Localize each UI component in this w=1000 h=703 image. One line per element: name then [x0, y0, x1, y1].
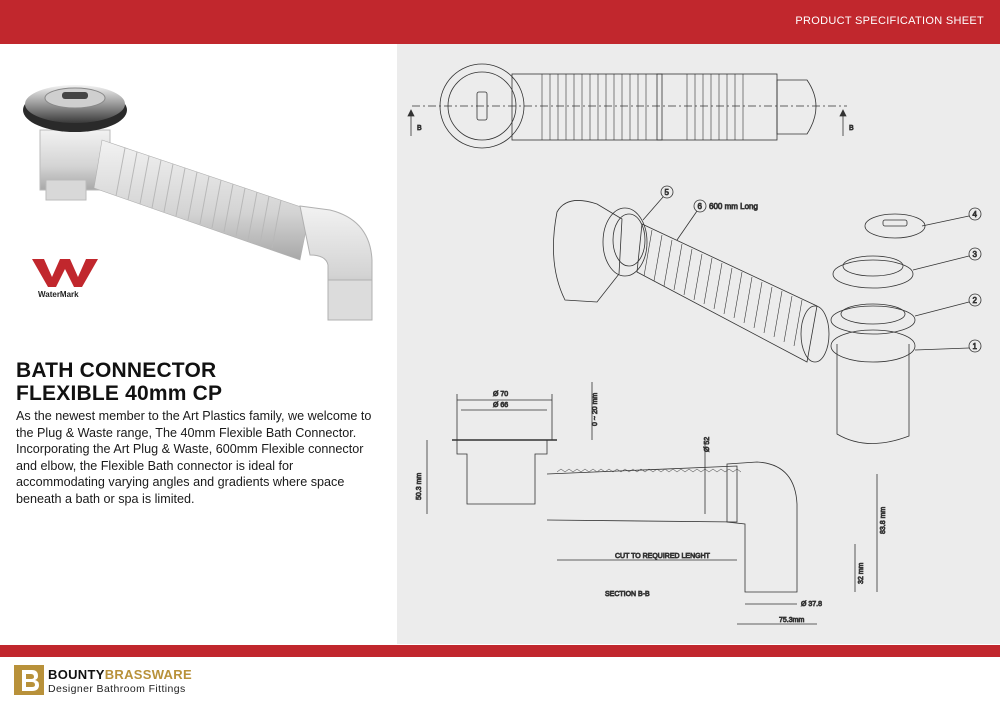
section-elbow	[726, 461, 798, 593]
top-view-flange	[439, 63, 525, 149]
watermark-label: WaterMark	[38, 290, 79, 299]
brand-name-bounty: BOUNTY	[48, 667, 105, 682]
section-marker-right: B	[849, 125, 854, 132]
product-title-line1: BATH CONNECTOR	[16, 359, 217, 382]
header-bar: PRODUCT SPECIFICATION SHEET	[0, 0, 1000, 44]
flange-ring-part	[830, 305, 916, 335]
dim-height-83-8: 83.8 mm	[880, 507, 887, 534]
callout-2: 2	[973, 296, 978, 305]
product-description: As the newest member to the Art Plastics…	[16, 409, 372, 506]
brand-name: BOUNTYBRASSWARE	[48, 667, 192, 682]
dim-diameter-52: Ø 52	[704, 437, 711, 452]
dim-cut-to-length: CUT TO REQUIRED LENGHT	[615, 553, 711, 560]
dim-diameter-70: Ø 70	[493, 391, 508, 398]
callout-3: 3	[973, 250, 978, 259]
callout-1: 1	[973, 342, 978, 351]
brand-tagline: Designer Bathroom Fittings	[48, 683, 186, 695]
waste-body-part	[836, 344, 910, 444]
callout-5: 5	[665, 188, 670, 197]
bounty-brassware-logo-icon	[14, 665, 44, 695]
product-title: BATH CONNECTOR FLEXIBLE 40mm CP	[16, 359, 222, 405]
dim-diameter-37-8: Ø 37.8	[801, 601, 822, 608]
callout-6: 6	[698, 202, 703, 211]
dim-diameter-66: Ø 66	[493, 402, 508, 409]
section-hose	[546, 465, 738, 523]
watermark-logo-icon	[32, 259, 98, 287]
flexible-hose-part	[636, 223, 818, 363]
product-title-line2: FLEXIBLE 40mm CP	[16, 382, 223, 405]
brand-name-brassware: BRASSWARE	[104, 667, 192, 682]
footer-bar	[0, 645, 1000, 657]
dim-height-50-3: 50.3 mm	[416, 473, 423, 500]
section-waste	[456, 439, 548, 505]
technical-drawing-panel: B B 5 6 600 mm Long 4 3	[397, 44, 1000, 644]
dim-range-0-20: 0 ~ 20 mm	[592, 393, 599, 426]
elbow-part	[553, 200, 623, 303]
callout-4: 4	[973, 210, 978, 219]
technical-drawing: B B 5 6 600 mm Long 4 3	[407, 63, 982, 625]
dim-width-75-3: 75.3mm	[779, 617, 804, 624]
section-marker-left: B	[417, 125, 422, 132]
plug-part	[864, 213, 926, 239]
section-label: SECTION B-B	[605, 591, 650, 598]
dim-height-32: 32 mm	[858, 562, 865, 584]
sheet-title: PRODUCT SPECIFICATION SHEET	[795, 15, 984, 27]
grate-part	[832, 259, 914, 289]
hose-length-label: 600 mm Long	[709, 202, 758, 211]
product-render-image	[23, 85, 373, 321]
